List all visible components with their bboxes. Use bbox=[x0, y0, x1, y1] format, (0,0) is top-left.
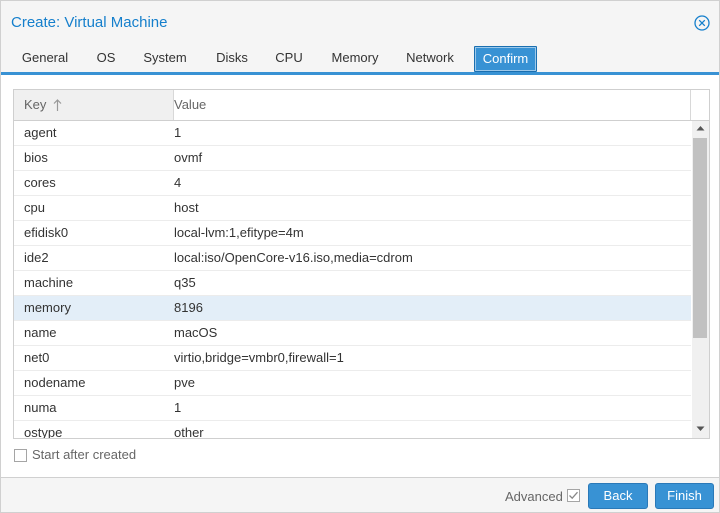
tab-general[interactable]: General bbox=[21, 50, 69, 65]
start-after-created-checkbox[interactable] bbox=[14, 449, 27, 462]
row-value: 1 bbox=[174, 400, 182, 415]
table-row[interactable]: net0 virtio,bridge=vmbr0,firewall=1 bbox=[14, 346, 691, 371]
row-value: virtio,bridge=vmbr0,firewall=1 bbox=[174, 350, 344, 365]
tab-os[interactable]: OS bbox=[96, 50, 116, 65]
row-value: host bbox=[174, 200, 199, 215]
tab-cpu[interactable]: CPU bbox=[275, 50, 303, 65]
row-key: ostype bbox=[24, 425, 63, 439]
row-key: cpu bbox=[24, 200, 45, 215]
table-row[interactable]: name macOS bbox=[14, 321, 691, 346]
tab-network[interactable]: Network bbox=[406, 50, 454, 65]
table-row[interactable]: bios ovmf bbox=[14, 146, 691, 171]
row-value: 1 bbox=[174, 125, 182, 140]
back-button[interactable]: Back bbox=[588, 483, 648, 509]
tab-strip-underline bbox=[1, 72, 719, 75]
summary-grid: Key Value agent 1 bios ovmf cores 4 cpu host… bbox=[13, 89, 710, 439]
column-header-value-label: Value bbox=[174, 97, 207, 112]
grid-header: Key Value bbox=[14, 90, 709, 121]
grid-rows: agent 1 bios ovmf cores 4 cpu host efidisk0 l… bbox=[14, 121, 691, 439]
row-value: macOS bbox=[174, 325, 218, 340]
row-key: efidisk0 bbox=[24, 225, 69, 240]
table-row[interactable]: machine q35 bbox=[14, 271, 691, 296]
advanced-checkbox[interactable] bbox=[567, 489, 580, 502]
table-row-selected[interactable]: memory 8196 bbox=[14, 296, 691, 321]
table-row[interactable]: agent 1 bbox=[14, 121, 691, 146]
table-row[interactable]: cores 4 bbox=[14, 171, 691, 196]
dialog-title-bar[interactable]: Create: Virtual Machine bbox=[1, 1, 719, 43]
tab-memory[interactable]: Memory bbox=[331, 50, 379, 65]
table-row[interactable]: cpu host bbox=[14, 196, 691, 221]
row-value: other bbox=[174, 425, 204, 439]
row-value: q35 bbox=[174, 275, 196, 290]
tab-disks[interactable]: Disks bbox=[216, 50, 248, 65]
row-key: ide2 bbox=[24, 250, 49, 265]
table-row[interactable]: efidisk0 local-lvm:1,efitype=4m bbox=[14, 221, 691, 246]
row-key: numa bbox=[24, 400, 57, 415]
header-scroll-spacer bbox=[690, 90, 709, 120]
advanced-label: Advanced bbox=[505, 489, 563, 504]
sort-ascending-icon bbox=[53, 99, 62, 112]
table-row[interactable]: ide2 local:iso/OpenCore-v16.iso,media=cdr… bbox=[14, 246, 691, 271]
row-key: name bbox=[24, 325, 57, 340]
tab-system[interactable]: System bbox=[143, 50, 187, 65]
scroll-down-arrow-icon[interactable] bbox=[696, 426, 705, 432]
row-key: bios bbox=[24, 150, 48, 165]
scrollbar-thumb[interactable] bbox=[693, 138, 707, 338]
table-row[interactable]: nodename pve bbox=[14, 371, 691, 396]
vertical-scrollbar[interactable] bbox=[692, 121, 709, 438]
column-header-key-label: Key bbox=[24, 97, 47, 112]
confirm-panel: Key Value agent 1 bios ovmf cores 4 cpu host… bbox=[1, 75, 719, 478]
row-value: local:iso/OpenCore-v16.iso,media=cdrom bbox=[174, 250, 413, 265]
row-key: memory bbox=[24, 300, 71, 315]
finish-button[interactable]: Finish bbox=[655, 483, 714, 509]
row-key: cores bbox=[24, 175, 56, 190]
row-key: agent bbox=[24, 125, 57, 140]
table-row[interactable]: numa 1 bbox=[14, 396, 691, 421]
row-key: machine bbox=[24, 275, 74, 290]
row-value: pve bbox=[174, 375, 195, 390]
table-row[interactable]: ostype other bbox=[14, 421, 691, 439]
close-icon[interactable] bbox=[694, 15, 710, 31]
row-value: ovmf bbox=[174, 150, 203, 165]
row-key: net0 bbox=[24, 350, 50, 365]
start-after-created-label: Start after created bbox=[32, 447, 137, 462]
column-header-value[interactable]: Value bbox=[174, 90, 674, 120]
row-key: nodename bbox=[24, 375, 86, 390]
row-value: local-lvm:1,efitype=4m bbox=[174, 225, 304, 240]
column-header-key[interactable]: Key bbox=[14, 90, 174, 120]
scroll-up-arrow-icon[interactable] bbox=[696, 125, 705, 131]
row-value: 8196 bbox=[174, 300, 203, 315]
row-value: 4 bbox=[174, 175, 182, 190]
tab-confirm[interactable]: Confirm bbox=[474, 46, 537, 72]
dialog-title: Create: Virtual Machine bbox=[11, 14, 168, 31]
